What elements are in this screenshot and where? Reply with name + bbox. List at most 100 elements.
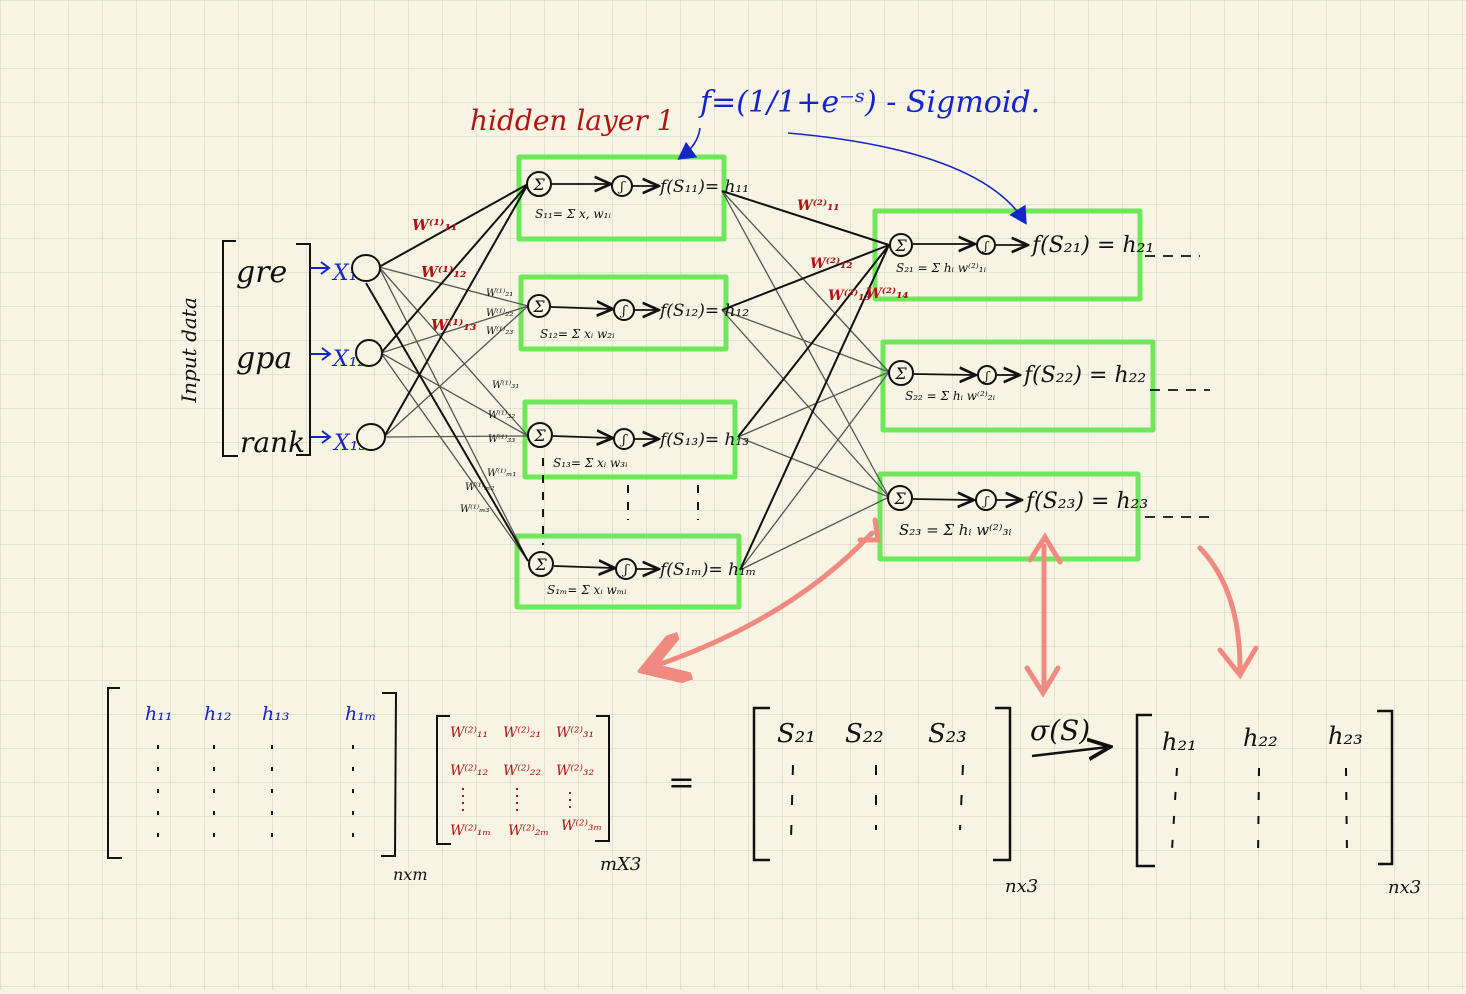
pink-arrows bbox=[648, 517, 1259, 698]
w11-label: W⁽¹⁾₁₁ bbox=[412, 216, 458, 234]
svg-text:Σ: Σ bbox=[894, 236, 907, 255]
H-col-h12: h₁₂ bbox=[204, 703, 231, 725]
W-r3c1: W⁽²⁾₁ₘ bbox=[450, 823, 491, 839]
svg-text:Σ: Σ bbox=[532, 297, 545, 316]
feature-arrows bbox=[310, 261, 332, 444]
w2-11-label: W⁽²⁾₁₁ bbox=[797, 198, 839, 214]
activation-title: f=(1/1+e⁻ˢ) - Sigmoid. bbox=[698, 85, 1040, 120]
w33-label: W⁽¹⁾₃₃ bbox=[488, 434, 515, 445]
w23-label: W⁽¹⁾₂₃ bbox=[486, 326, 513, 337]
svg-text:ʃ: ʃ bbox=[981, 494, 990, 508]
svg-text:Σ: Σ bbox=[534, 555, 547, 574]
input-to-h11-weights bbox=[365, 183, 529, 562]
input-node-x13 bbox=[356, 423, 386, 451]
weight-labels-layer1-small: W⁽¹⁾₂₁ W⁽¹⁾₂₂ W⁽¹⁾₂₃ W⁽¹⁾₃₁ W⁽¹⁾₃₂ W⁽¹⁾₃… bbox=[460, 288, 519, 515]
s1m-formula: S₁ₘ= Σ xᵢ wₘᵢ bbox=[547, 583, 627, 597]
highlight-h13 bbox=[522, 399, 738, 480]
sigma-arrow bbox=[1031, 747, 1108, 756]
sum-node-h12 bbox=[527, 294, 551, 318]
h12-output: f(S₁₂)= h₁₂ bbox=[658, 301, 749, 321]
w32-label: W⁽¹⁾₃₂ bbox=[488, 410, 515, 421]
svg-text:ʃ: ʃ bbox=[619, 304, 628, 319]
W-r2c3: W⁽²⁾₃₂ bbox=[556, 763, 594, 779]
h23-output: f(S₂₃) = h₂₃ bbox=[1024, 489, 1148, 514]
sum-node-h13 bbox=[527, 422, 553, 448]
W-r2c1: W⁽²⁾₁₂ bbox=[450, 763, 488, 779]
W-r1c1: W⁽²⁾₁₁ bbox=[450, 725, 488, 741]
h22-output: f(S₂₂) = h₂₂ bbox=[1022, 363, 1146, 388]
highlight-h22 bbox=[880, 339, 1156, 433]
wm2-label: W⁽¹⁾ₘ₂ bbox=[465, 482, 494, 493]
weight-labels-layer1: W⁽¹⁾₁₁ W⁽¹⁾₁₂ W⁽¹⁾₁₃ bbox=[412, 216, 477, 334]
W-r3c3: W⁽²⁾₃ₘ bbox=[561, 818, 602, 834]
w31-label: W⁽¹⁾₃₁ bbox=[492, 380, 519, 391]
svg-text:ʃ: ʃ bbox=[617, 180, 626, 195]
hidden1-to-hidden2-connections bbox=[721, 190, 890, 571]
hidden1-to-s21-weights bbox=[721, 190, 890, 571]
s12-formula: S₁₂= Σ xᵢ w₂ᵢ bbox=[540, 327, 615, 341]
w22-label: W⁽¹⁾₂₂ bbox=[486, 308, 513, 319]
H-col-h13: h₁₃ bbox=[262, 703, 289, 725]
h21-output: f(S₂₁) = h₂₁ bbox=[1030, 233, 1154, 258]
s22-formula: S₂₂ = Σ hᵢ w⁽²⁾₂ᵢ bbox=[905, 389, 996, 403]
matrix-H: h₁₁ h₁₂ h₁₃ h₁ₘ nxm bbox=[107, 687, 428, 884]
input-data-label: Input data bbox=[177, 297, 201, 404]
sum-node-h22 bbox=[888, 360, 914, 386]
S-dim: nx3 bbox=[1005, 876, 1038, 897]
sigmoid-node-h23 bbox=[975, 489, 997, 511]
matrix-W: W⁽²⁾₁₁ W⁽²⁾₂₁ W⁽²⁾₃₁ W⁽²⁾₁₂ W⁽²⁾₂₂ W⁽²⁾₃… bbox=[436, 715, 641, 875]
svg-text:ʃ: ʃ bbox=[982, 369, 991, 383]
activation-arrow-right bbox=[787, 132, 1027, 225]
W-r3c2: W⁽²⁾₂ₘ bbox=[508, 823, 549, 839]
hidden-layer-title: hidden layer 1 bbox=[470, 104, 674, 137]
input-node-x12 bbox=[355, 339, 383, 367]
w13-label: W⁽¹⁾₁₃ bbox=[431, 316, 477, 334]
hidden2-units: Σ Σ Σ ʃ ʃ ʃ f(S₂₁) = h₂₁ f(S₂₂) = h₂₂ f(S₂₃)… bbox=[887, 233, 1215, 539]
Hout-col-h23: h₂₃ bbox=[1328, 722, 1363, 750]
S-col-s23: S₂₃ bbox=[928, 719, 967, 749]
wm1-label: W⁽¹⁾ₘ₁ bbox=[487, 468, 516, 479]
W-r2c2: W⁽²⁾₂₂ bbox=[503, 763, 541, 779]
w2-13-label: W⁽²⁾₁₃ bbox=[828, 288, 870, 304]
input-node-x11 bbox=[351, 254, 381, 282]
w2-12-label: W⁽²⁾₁₂ bbox=[810, 256, 852, 272]
Hout-col-h21: h₂₁ bbox=[1162, 728, 1197, 756]
wm3-label: W⁽¹⁾ₘ₃ bbox=[460, 504, 489, 515]
svg-text:ʃ: ʃ bbox=[981, 239, 990, 253]
H-col-h11: h₁₁ bbox=[145, 703, 172, 725]
w12-label: W⁽¹⁾₁₂ bbox=[421, 263, 467, 281]
activation-arrow-left bbox=[677, 127, 701, 160]
feature-rank: rank bbox=[240, 426, 305, 459]
w2-14-label: W⁽²⁾₁₄ bbox=[866, 286, 908, 302]
W-r1c2: W⁽²⁾₂₁ bbox=[503, 725, 541, 741]
input-nodes bbox=[351, 254, 386, 451]
s11-formula: S₁₁= Σ x, w₁ᵢ bbox=[535, 207, 611, 221]
sigmoid-node-h22 bbox=[977, 365, 997, 385]
h13-output: f(S₁₃)= h₁₃ bbox=[658, 430, 749, 450]
svg-text:Σ: Σ bbox=[893, 489, 906, 508]
sum-node-h23 bbox=[887, 485, 913, 511]
highlight-h23 bbox=[877, 471, 1141, 562]
S-col-s22: S₂₂ bbox=[845, 719, 884, 749]
matrix-Hout: h₂₁ h₂₂ h₂₃ nx3 bbox=[1135, 709, 1421, 898]
sigmoid-node-h21 bbox=[976, 235, 996, 255]
highlight-boxes bbox=[514, 154, 1156, 610]
sum-node-h1m bbox=[528, 551, 554, 577]
H-col-h1m: h₁ₘ bbox=[345, 703, 377, 725]
feature-gre: gre bbox=[236, 255, 287, 290]
input-to-hidden-connections bbox=[378, 266, 529, 562]
h1m-output: f(S₁ₘ)= h₁ₘ bbox=[658, 560, 756, 580]
Hout-col-h22: h₂₂ bbox=[1243, 724, 1278, 752]
s23-formula: S₂₃ = Σ hᵢ w⁽²⁾₃ᵢ bbox=[899, 521, 1011, 539]
Hout-dim: nx3 bbox=[1388, 877, 1421, 898]
sum-node-h21 bbox=[889, 233, 913, 257]
W-r1c3: W⁽²⁾₃₁ bbox=[556, 725, 594, 741]
svg-text:Σ: Σ bbox=[894, 364, 907, 383]
matrix-S: S₂₁ S₂₂ S₂₃ nx3 bbox=[752, 706, 1038, 897]
sigma-label: σ(S) bbox=[1030, 714, 1090, 747]
h11-output: f(S₁₁)= h₁₁ bbox=[658, 177, 749, 197]
